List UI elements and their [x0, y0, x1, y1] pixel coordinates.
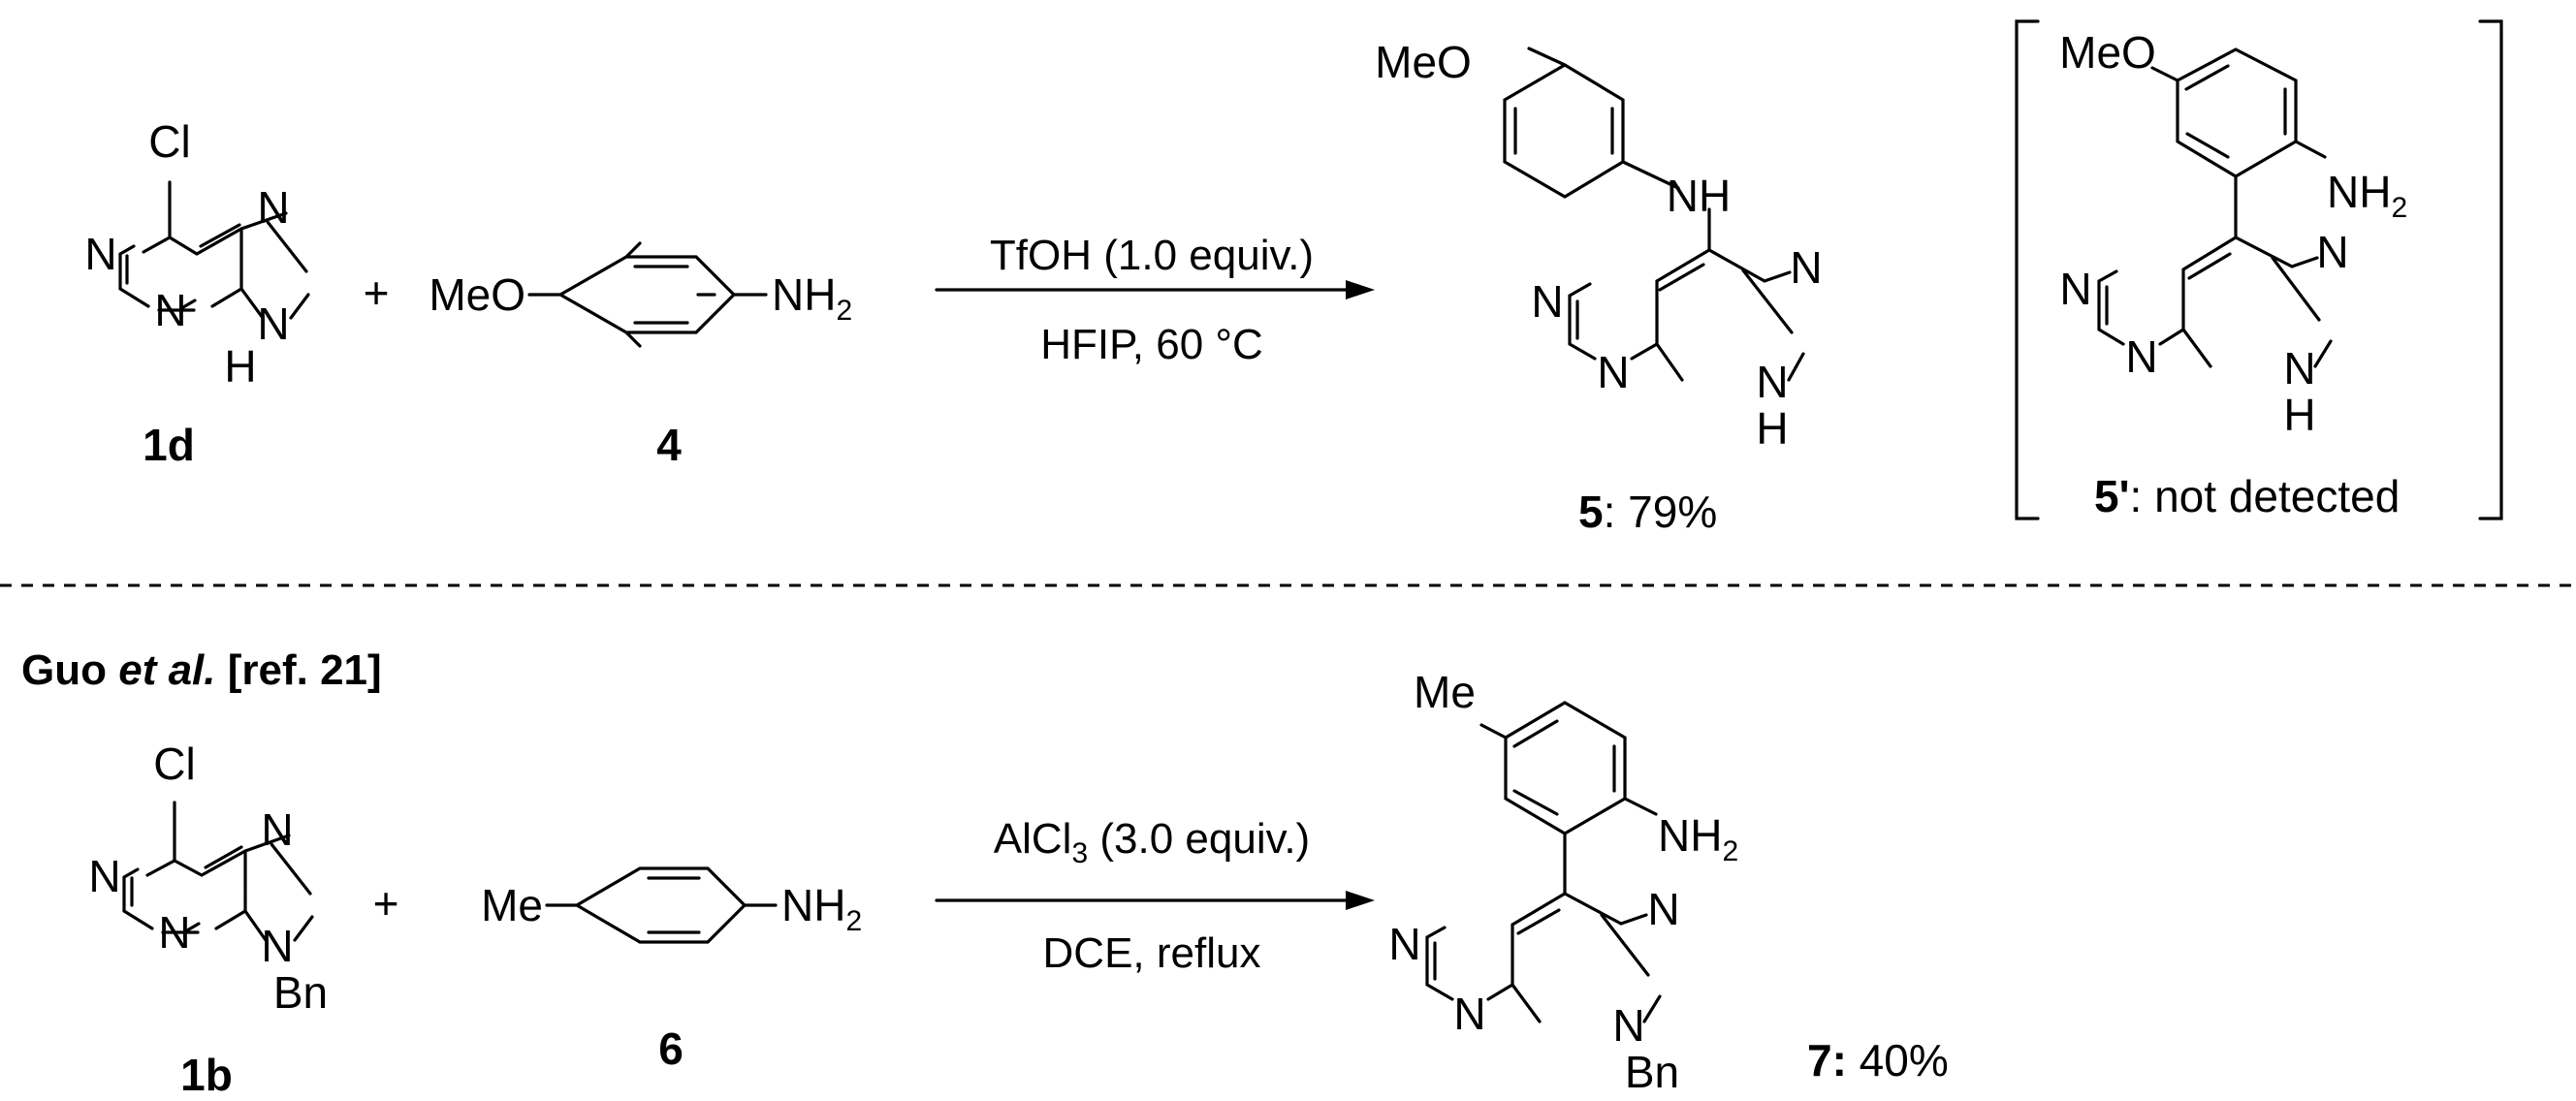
substituent-meo: MeO — [1375, 37, 1472, 87]
arrow-bottom — [935, 891, 1375, 910]
atom-n9: N — [1612, 1000, 1644, 1051]
conditions-bottom-above: AlCl3 (3.0 equiv.) — [994, 815, 1310, 869]
atom-n3: N — [158, 907, 190, 958]
left-bracket — [2015, 19, 2040, 520]
conditions-top-above: TfOH (1.0 equiv.) — [990, 232, 1314, 279]
bonds-5prime — [2097, 47, 2333, 368]
right-bracket — [2478, 19, 2503, 520]
atom-cl: Cl — [148, 116, 190, 167]
atom-n1: N — [88, 851, 120, 901]
compound-4-structure: MeO NH2 — [429, 241, 852, 348]
bonds-4 — [527, 241, 768, 348]
atom-h9: H — [1756, 403, 1788, 454]
atom-n3: N — [154, 285, 186, 335]
conditions-bottom-below: DCE, reflux — [1043, 929, 1261, 977]
compound-6-structure: Me NH2 — [481, 866, 862, 944]
label-1b: 1b — [180, 1050, 233, 1100]
compound-1b-structure: Cl N N N N Bn — [88, 739, 328, 1018]
substituent-meo: MeO — [429, 269, 525, 320]
amine-group: NH2 — [1658, 810, 1738, 867]
atom-n3: N — [1597, 347, 1629, 397]
atom-n3: N — [2125, 331, 2157, 382]
arrow-top — [935, 280, 1375, 299]
label-5-yield: 5: 79% — [1578, 487, 1717, 537]
substituent-meo: MeO — [2059, 27, 2156, 78]
atom-n7: N — [1790, 242, 1822, 293]
brackets — [2015, 19, 2503, 520]
substituent-me: Me — [481, 880, 543, 930]
compound-5prime-structure: MeO NH2 N N N N H — [2059, 27, 2407, 440]
bonds-5 — [1503, 47, 1805, 382]
label-5prime-note: 5': not detected — [2094, 471, 2400, 521]
atom-n1: N — [1388, 919, 1420, 969]
atom-n7: N — [2316, 227, 2348, 277]
atom-h9: H — [2283, 390, 2315, 440]
label-7-yield: 7: 40% — [1807, 1035, 1949, 1085]
atom-n9: N — [2283, 343, 2315, 393]
compound-1d-structure: Cl N N N N H — [84, 116, 310, 392]
atom-cl: Cl — [153, 739, 195, 789]
atom-n1: N — [2059, 264, 2091, 314]
atom-n1: N — [84, 229, 116, 279]
amine-group: NH2 — [772, 269, 852, 327]
atom-n9: N — [1756, 357, 1788, 407]
atom-n1: N — [1531, 276, 1563, 327]
compound-5-structure: MeO NH N N N N H — [1375, 37, 1822, 454]
bonds-1b — [122, 801, 314, 942]
substituent-me: Me — [1414, 667, 1476, 717]
atom-n9: N — [261, 921, 293, 971]
arrowhead-bottom — [1346, 891, 1375, 910]
label-4: 4 — [656, 420, 682, 470]
atom-nh: NH — [1667, 171, 1731, 221]
atom-bn: Bn — [1625, 1047, 1679, 1097]
label-1d: 1d — [143, 420, 195, 470]
arrowhead-top — [1346, 280, 1375, 299]
label-6: 6 — [658, 1023, 684, 1074]
bonds-6 — [545, 866, 778, 944]
atom-n7: N — [1647, 884, 1679, 934]
atom-h9: H — [224, 341, 256, 392]
atom-n7: N — [261, 804, 293, 855]
reference-header: Guo et al. [ref. 21] — [21, 646, 382, 694]
amine-group: NH2 — [2327, 167, 2407, 224]
atom-bn: Bn — [273, 967, 328, 1018]
atom-n9: N — [257, 299, 289, 349]
conditions-top-below: HFIP, 60 °C — [1040, 321, 1263, 368]
atom-n3: N — [1453, 989, 1485, 1039]
bonds-7 — [1425, 701, 1662, 1023]
bonds-1d — [118, 180, 310, 320]
atom-n7: N — [257, 182, 289, 233]
plus-sign-bottom: + — [373, 878, 399, 928]
amine-group: NH2 — [781, 880, 862, 937]
compound-7-structure: Me NH2 N N N N Bn — [1388, 667, 1738, 1097]
plus-sign-top: + — [364, 267, 390, 318]
